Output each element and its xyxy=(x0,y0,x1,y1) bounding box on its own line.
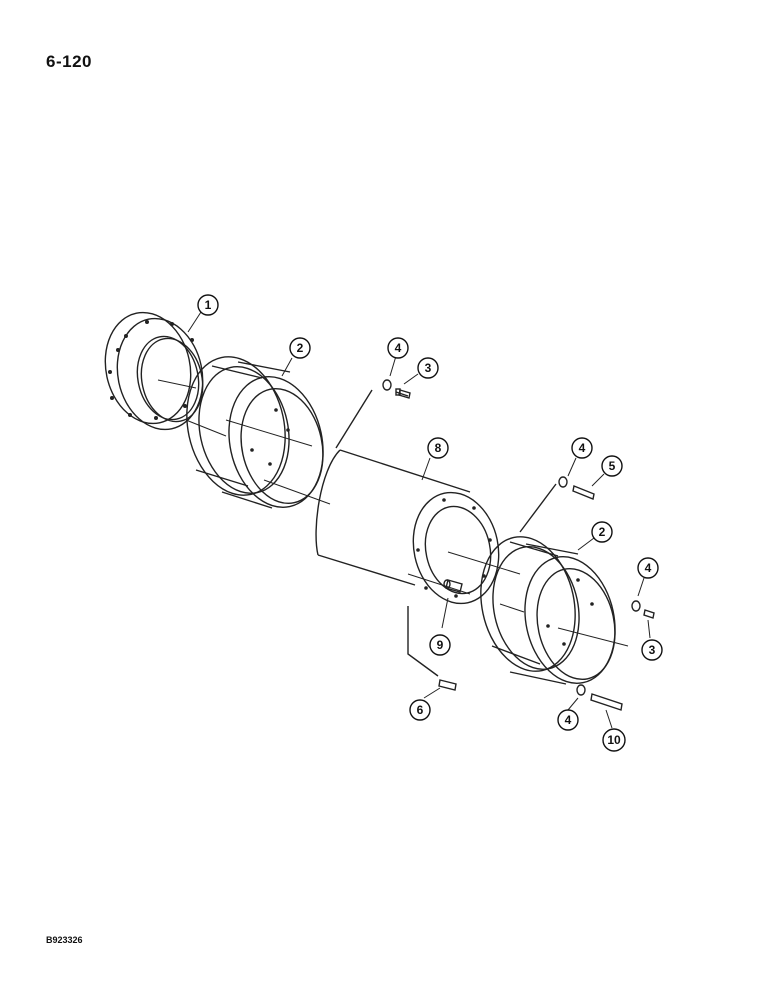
callout-label: 8 xyxy=(435,441,442,455)
callout-label: 5 xyxy=(609,459,616,473)
callout-label: 4 xyxy=(395,341,402,355)
leader-lines xyxy=(187,311,651,729)
callout-c3a: 3 xyxy=(417,357,439,379)
callout-label: 3 xyxy=(425,361,432,375)
callout-label: 4 xyxy=(579,441,586,455)
callout-c1: 1 xyxy=(197,294,219,316)
callout-label: 4 xyxy=(565,713,572,727)
callout-c6: 6 xyxy=(409,699,431,721)
callout-label: 1 xyxy=(205,298,212,312)
wheel-center-disc xyxy=(104,311,204,431)
callout-label: 4 xyxy=(645,561,652,575)
stud-9 xyxy=(443,579,463,593)
bolt-4-3-right xyxy=(631,600,655,619)
callout-c8: 8 xyxy=(427,437,449,459)
callout-c4d: 4 xyxy=(557,709,579,731)
callout-label: 6 xyxy=(417,703,424,717)
bolt-4-10 xyxy=(576,684,623,711)
wheel-rim-left xyxy=(186,356,324,509)
bolt-4-5 xyxy=(519,476,595,533)
bolt-6 xyxy=(407,606,457,691)
callout-label: 9 xyxy=(437,638,444,652)
callout-c4b: 4 xyxy=(571,437,593,459)
figure-code: B923326 xyxy=(46,935,83,945)
callout-label: 2 xyxy=(297,341,304,355)
callout-c3b: 3 xyxy=(641,639,663,661)
bolt-4-3-top xyxy=(335,379,411,449)
wheel-rim-right xyxy=(480,536,616,685)
callout-c10: 10 xyxy=(602,728,626,752)
callout-c2a: 2 xyxy=(289,337,311,359)
callout-c5: 5 xyxy=(601,455,623,477)
callout-label: 2 xyxy=(599,525,606,539)
callout-label: 3 xyxy=(649,643,656,657)
callout-c9: 9 xyxy=(429,634,451,656)
axis-lines xyxy=(157,379,629,647)
spacer-band xyxy=(315,449,500,605)
callout-c4a: 4 xyxy=(387,337,409,359)
callout-label: 10 xyxy=(607,733,621,747)
callout-c2b: 2 xyxy=(591,521,613,543)
page-number: 6-120 xyxy=(46,52,92,71)
callout-c4c: 4 xyxy=(637,557,659,579)
